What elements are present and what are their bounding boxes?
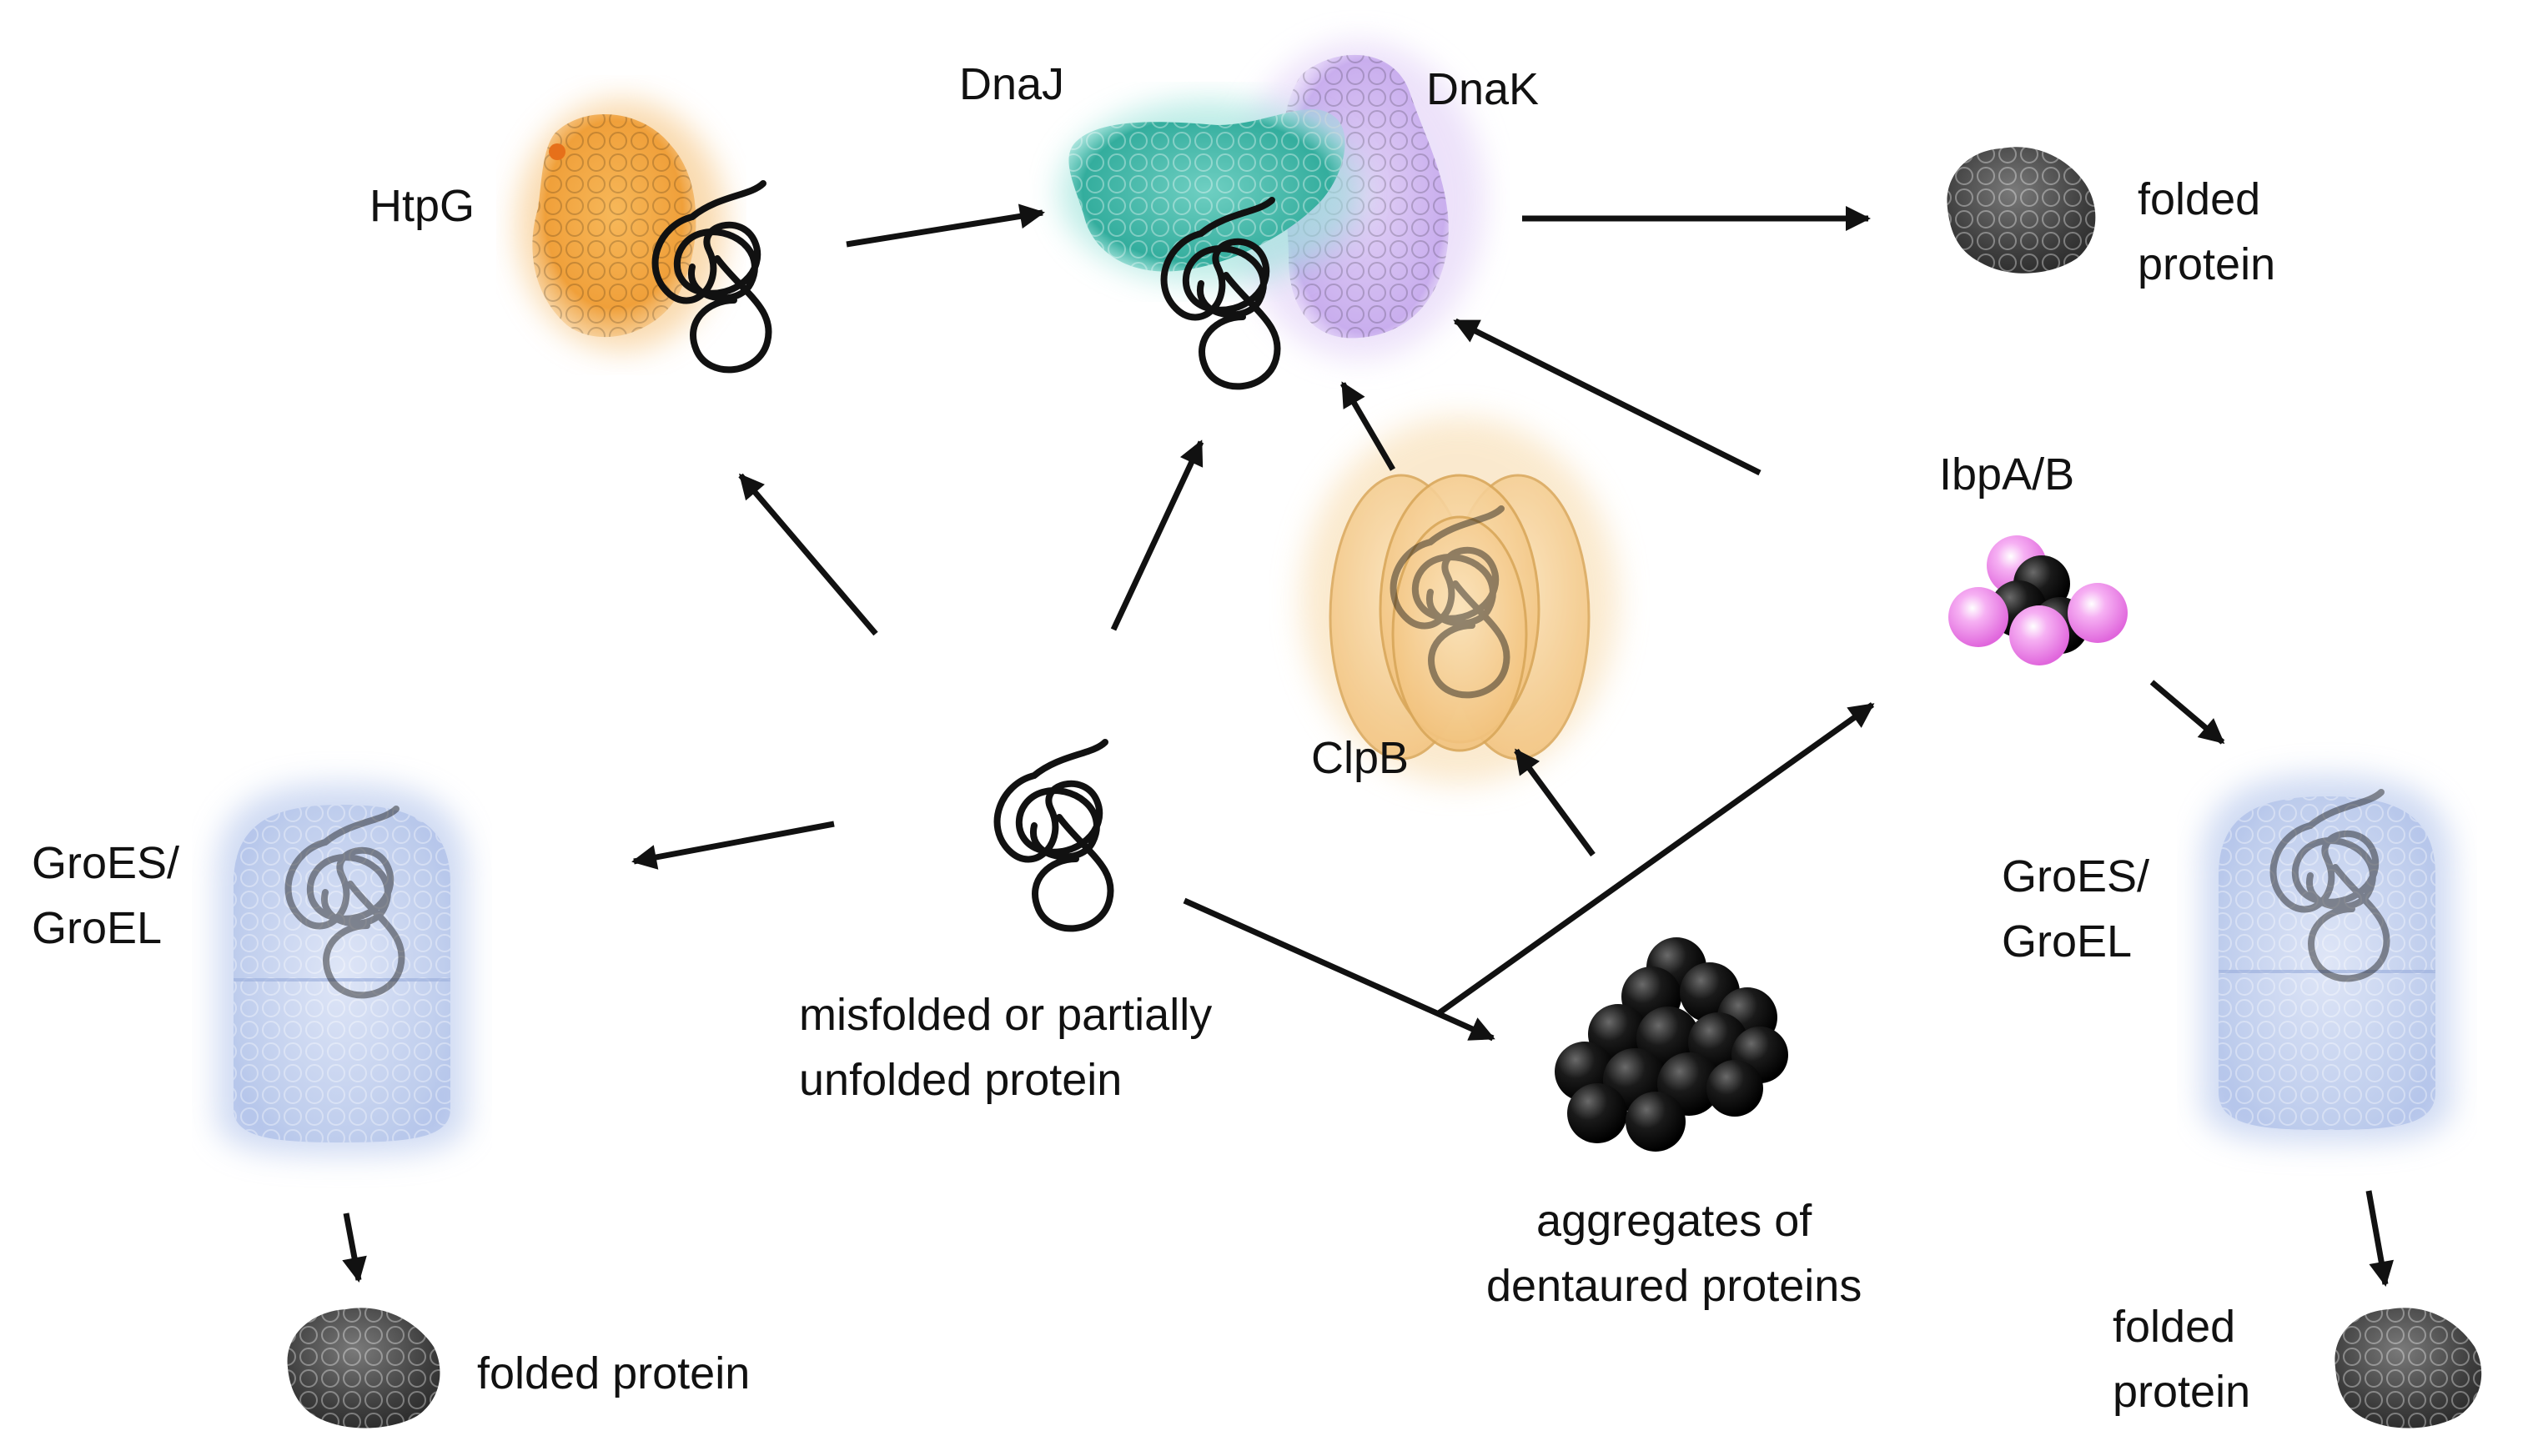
htpg-structure (517, 100, 726, 350)
groes-groel-right-structure (2202, 776, 2452, 1142)
folded-protein-right-line2: protein (2113, 1367, 2251, 1417)
groes-groel-left-line1: GroES/ (32, 838, 180, 888)
folded-protein-left (287, 1308, 440, 1428)
dnak-label: DnaK (1426, 64, 1540, 114)
aggregates-line2: dentaured proteins (1486, 1261, 1862, 1311)
aggregates-label: aggregates of dentaured proteins (1486, 1188, 1862, 1318)
clpb-label: ClpB (1311, 733, 1410, 783)
folded-protein-top-line2: protein (2138, 239, 2276, 289)
dnaj-label: DnaJ (959, 59, 1065, 109)
folded-protein-left-label: folded protein (477, 1348, 751, 1398)
arrow-htpg-to-dnak (846, 203, 1045, 248)
arrow-groel-left-to-folded (342, 1212, 367, 1283)
htpg-label: HtpG (369, 181, 475, 231)
misfolded-protein-label: misfolded or partially unfolded protein (799, 982, 1212, 1112)
groes-groel-right-line1: GroES/ (2002, 851, 2150, 901)
groes-groel-left-line2: GroEL (32, 903, 163, 953)
arrow-groel-right-to-folded (2365, 1190, 2395, 1287)
folded-protein-top (1947, 147, 2096, 274)
folded-protein-top-line1: folded (2138, 174, 2261, 224)
misfolded-protein-coil (998, 742, 1111, 928)
aggregates-line1: aggregates of (1536, 1196, 1812, 1246)
groes-groel-right-label: GroES/ GroEL (2002, 844, 2149, 974)
arrow-aggregates-to-ibpa (1436, 702, 1875, 1016)
folded-protein-right (2334, 1308, 2482, 1428)
arrow-ibpa-to-dnak (1453, 318, 1762, 476)
arrow-clpb-to-dnak (1339, 381, 1396, 471)
arrow-aggregates-to-clpb (1514, 748, 1596, 857)
arrow-ibpa-to-groel-right (2149, 680, 2225, 745)
dnaj-structure (1059, 100, 1359, 284)
arrow-misfolded-to-groel-left (631, 821, 835, 870)
folded-protein-top-label: folded protein (2138, 167, 2275, 297)
ibpa-b-label: IbpA/B (1939, 449, 2075, 500)
misfolded-protein-line1: misfolded or partially (799, 990, 1213, 1040)
arrows (342, 203, 2395, 1287)
arrow-misfolded-to-htpg (738, 473, 878, 636)
folded-protein-right-line1: folded (2113, 1302, 2236, 1352)
arrow-misfolded-to-dnak (1110, 439, 1204, 631)
aggregates-cluster (1555, 937, 1788, 1152)
groes-groel-left-label: GroES/ GroEL (32, 831, 179, 961)
misfolded-protein-line2: unfolded protein (799, 1055, 1123, 1105)
ibpa-b-structure (1948, 535, 2128, 665)
groes-groel-left-structure (217, 784, 467, 1155)
groes-groel-right-line2: GroEL (2002, 916, 2133, 966)
arrow-misfolded-to-aggregates (1183, 897, 1495, 1042)
folded-protein-right-label: folded protein (2113, 1294, 2250, 1424)
clpb-structure (1301, 417, 1618, 784)
